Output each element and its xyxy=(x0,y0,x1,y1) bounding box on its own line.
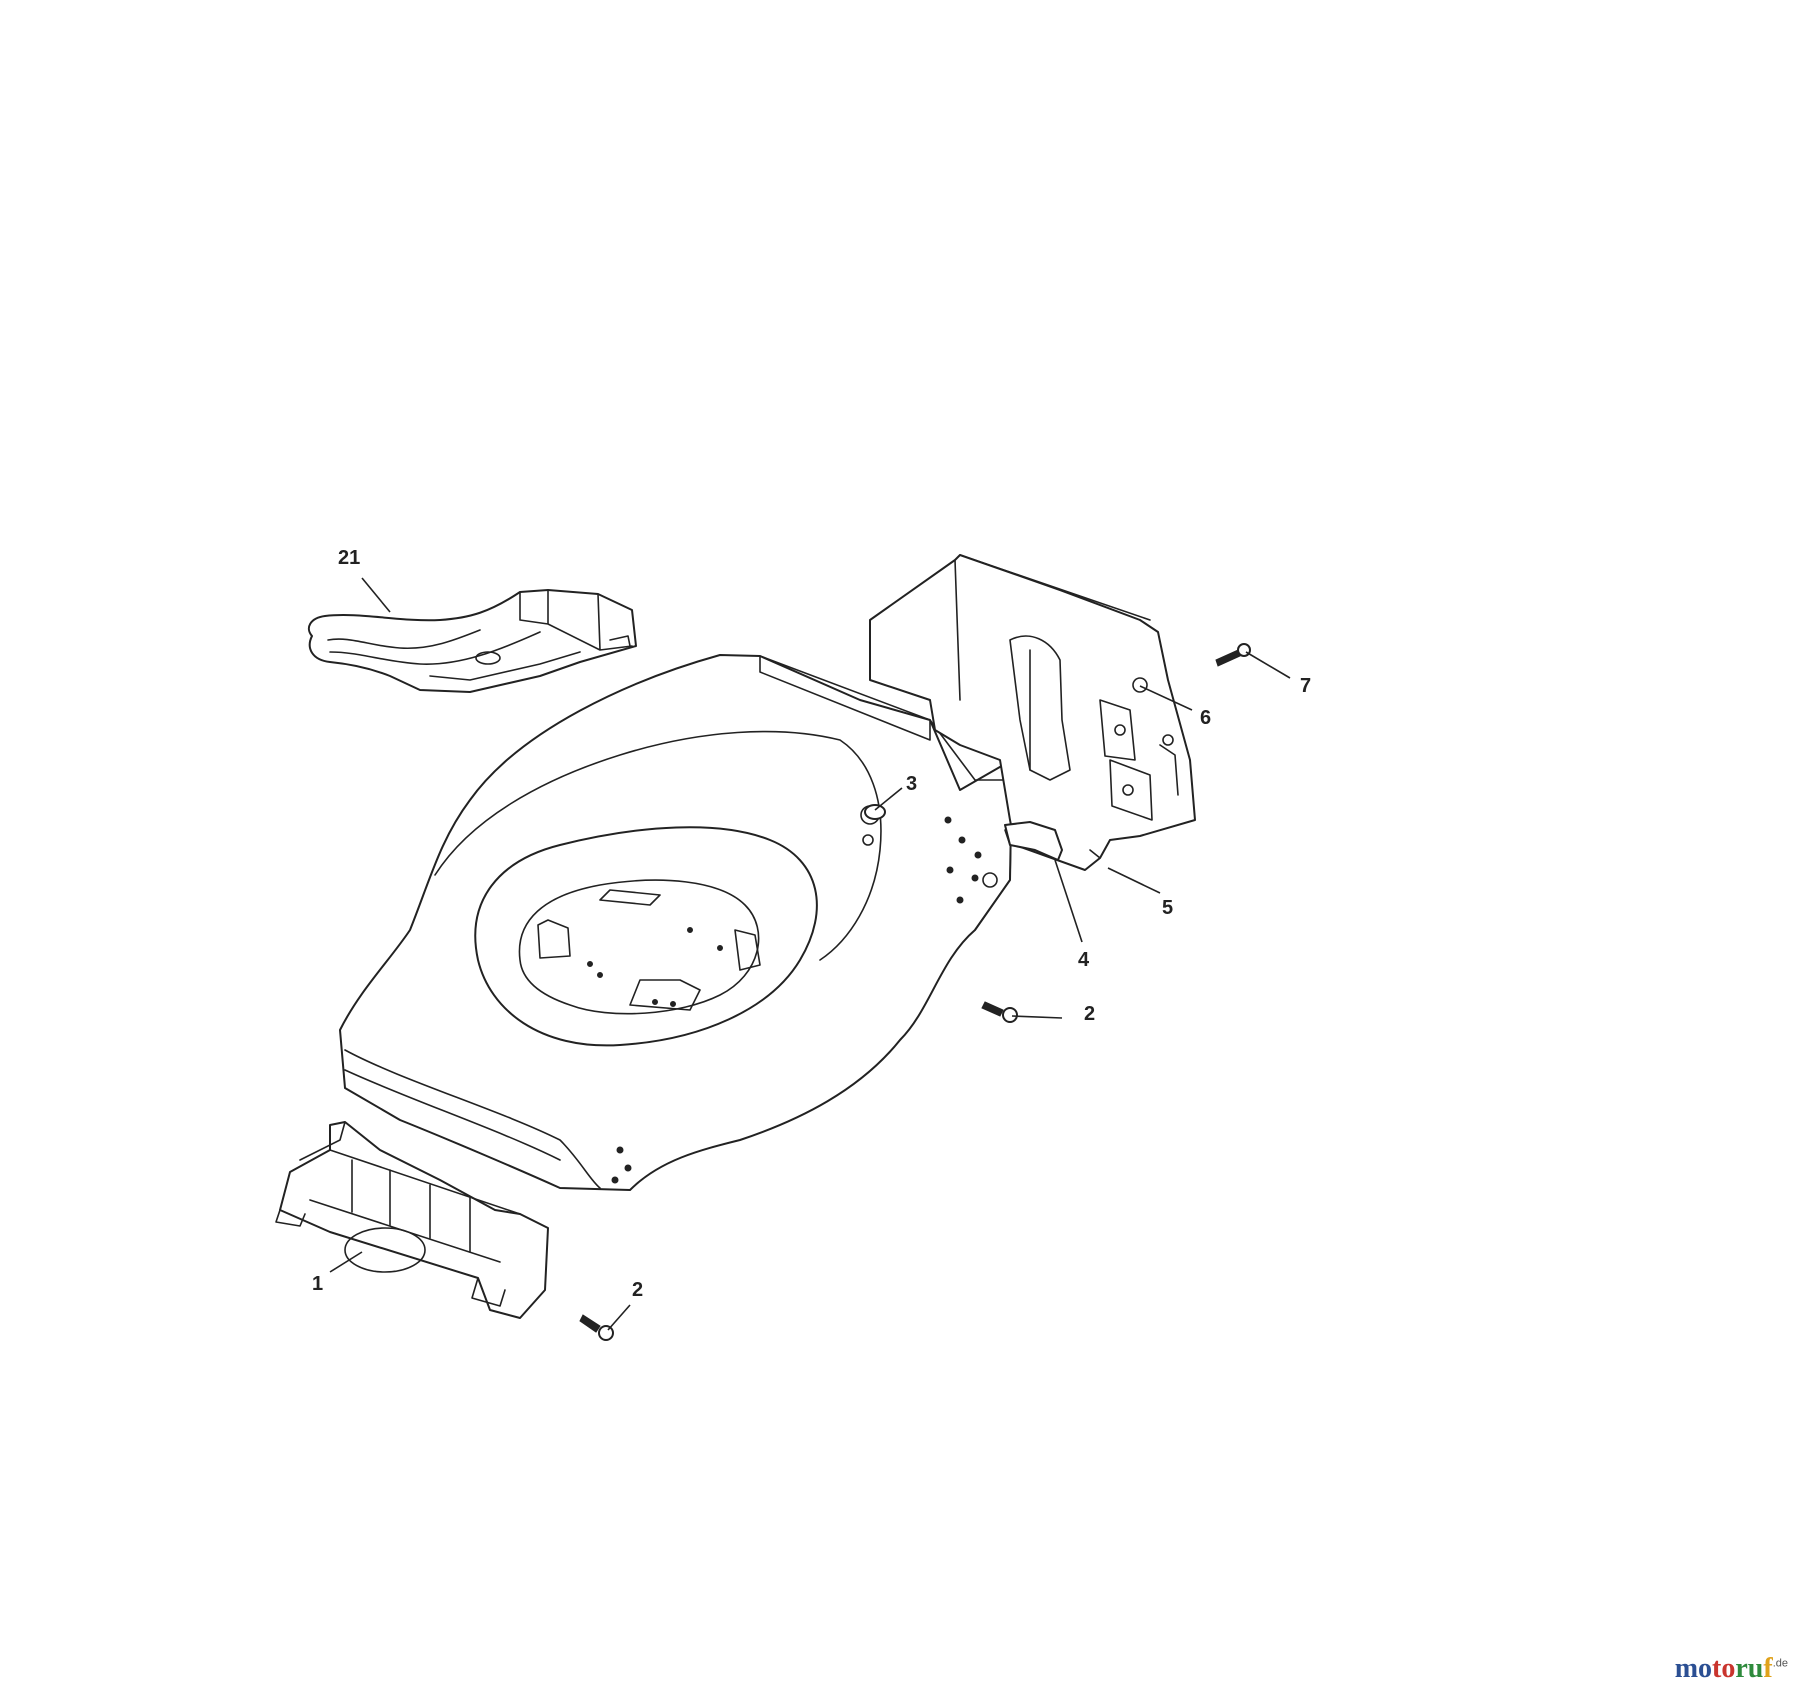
part-7-bolt xyxy=(1215,643,1251,667)
watermark-part-4: f xyxy=(1763,1653,1773,1684)
motoruf-watermark: motoruf.de xyxy=(1675,1653,1788,1685)
callout-5: 5 xyxy=(1162,897,1173,919)
callout-4: 4 xyxy=(1078,949,1090,971)
part-4-deflector-clip xyxy=(1004,821,1063,861)
watermark-part-3: ru xyxy=(1735,1653,1764,1684)
callout-1: 1 xyxy=(312,1273,323,1295)
callout-3: 3 xyxy=(906,773,917,795)
callout-21: 21 xyxy=(338,547,360,569)
callout-labels: 21 7 6 3 5 4 2 2 1 xyxy=(312,547,1311,1301)
leader-lines xyxy=(329,577,1291,1331)
part-2-bolt-lower xyxy=(579,1314,614,1341)
callout-2-lower: 2 xyxy=(632,1279,643,1301)
part-3-knob xyxy=(864,804,886,820)
watermark-part-2: to xyxy=(1712,1653,1736,1684)
mower-deck xyxy=(339,654,1013,1191)
part-1-front-flap xyxy=(275,1121,549,1319)
watermark-part-1: mo xyxy=(1674,1653,1713,1684)
part-2-bolt-upper xyxy=(981,1001,1018,1023)
callout-6: 6 xyxy=(1200,707,1211,729)
part-5-rear-chute-housing xyxy=(869,554,1196,871)
part-21-mulch-insert xyxy=(307,589,637,693)
callout-2-upper: 2 xyxy=(1084,1003,1095,1025)
callout-7: 7 xyxy=(1300,675,1311,697)
watermark-suffix: .de xyxy=(1772,1657,1788,1670)
